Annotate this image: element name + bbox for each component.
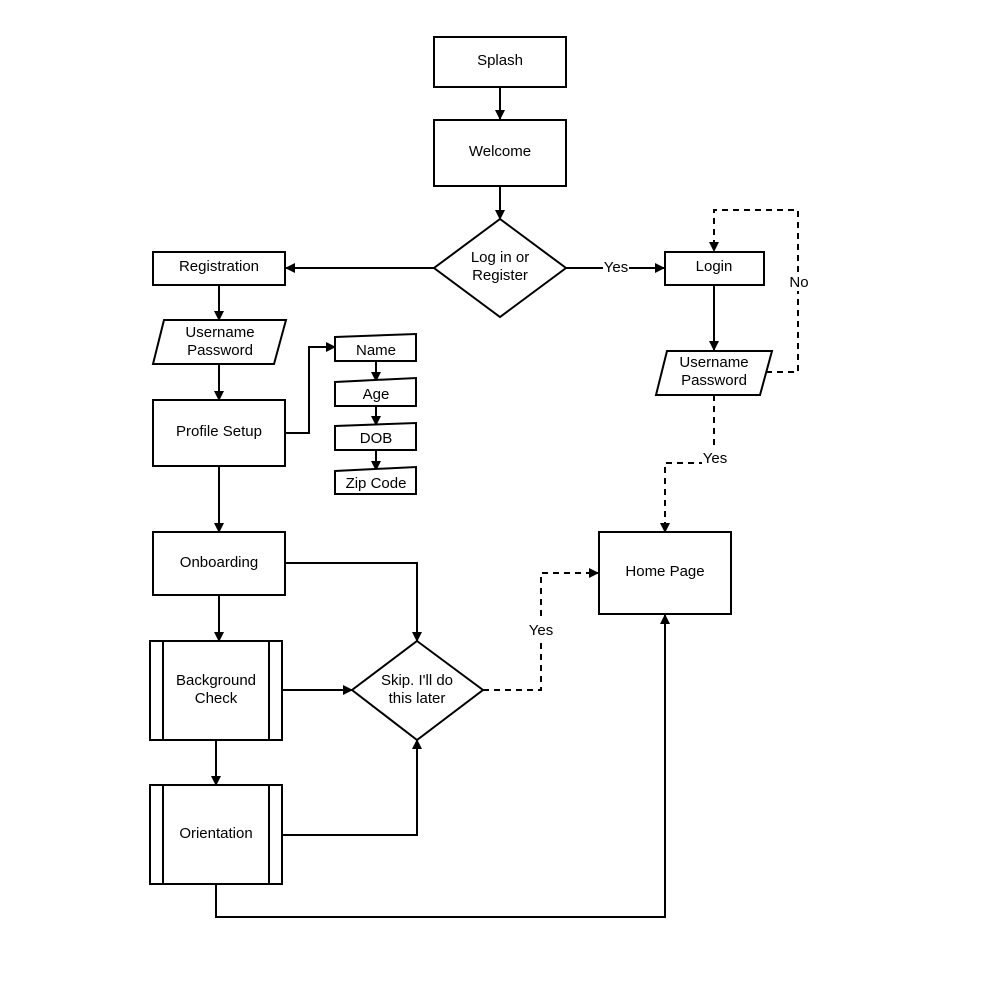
node-label-line1: Skip. I'll do <box>381 672 453 689</box>
node-home-page: Home Page <box>598 531 732 615</box>
node-registration: Registration <box>152 251 286 286</box>
node-label: Registration <box>179 258 259 275</box>
process-box <box>433 36 567 88</box>
process-box <box>664 251 765 286</box>
data-parallelogram <box>654 350 774 396</box>
node-label: Login <box>696 258 733 275</box>
edges-layer <box>211 87 799 918</box>
node-label-line1: Username <box>679 354 748 371</box>
edge-label-bg <box>527 621 555 639</box>
node-label: Orientation <box>179 825 252 842</box>
edge-orientation-to-home <box>215 614 670 918</box>
node-orientation: Orientation <box>149 784 283 885</box>
edge-label-bg <box>702 449 730 467</box>
node-label-line1: Log in or <box>471 249 529 266</box>
node-label-line1: Username <box>185 324 254 341</box>
node-label-line2: Register <box>472 267 528 284</box>
node-label: Profile Setup <box>176 423 262 440</box>
edge-orientation-to-skip <box>282 739 422 836</box>
data-parallelogram <box>151 319 288 365</box>
node-age: Age <box>334 376 417 407</box>
manual-input-box <box>334 376 417 407</box>
node-dob: DOB <box>334 421 417 451</box>
edge-skip-to-home-yes <box>483 568 599 691</box>
node-label: Welcome <box>469 143 531 160</box>
node-background-check: Background Check <box>149 640 283 741</box>
edge-credentials-to-login-no <box>709 209 799 373</box>
nodes-layer: Splash Welcome Log in or Register Regist… <box>149 36 774 885</box>
node-label: Zip Code <box>346 475 407 492</box>
edge-label-bg <box>788 273 810 291</box>
predefined-process-box <box>149 784 283 885</box>
edge-label-skip-yes: Yes <box>529 622 553 639</box>
edge-label-login-yes: Yes <box>604 259 628 276</box>
node-login-or-register: Log in or Register <box>432 217 568 319</box>
node-label: Age <box>363 386 390 403</box>
node-registration-credentials: Username Password <box>151 319 288 365</box>
decision-diamond <box>350 639 485 742</box>
node-label-line2: Password <box>681 372 747 389</box>
node-label-line2: Check <box>195 690 238 707</box>
node-label: Name <box>356 342 396 359</box>
process-box <box>433 119 567 187</box>
node-label: Home Page <box>625 563 704 580</box>
edge-label-bg <box>603 258 629 276</box>
node-label: Splash <box>477 52 523 69</box>
edge-profile-to-name <box>286 342 336 434</box>
process-box <box>598 531 732 615</box>
node-name: Name <box>334 332 417 362</box>
node-splash: Splash <box>433 36 567 88</box>
node-label: Onboarding <box>180 554 258 571</box>
edge-credentials-to-home-yes <box>660 395 715 533</box>
edge-label-credentials-yes: Yes <box>703 450 727 467</box>
manual-input-box <box>334 465 417 495</box>
node-profile-setup: Profile Setup <box>152 399 286 467</box>
edge-label-credentials-no: No <box>789 274 808 291</box>
process-box <box>152 531 286 596</box>
node-login: Login <box>664 251 765 286</box>
node-welcome: Welcome <box>433 119 567 187</box>
node-label-line2: Password <box>187 342 253 359</box>
edge-onboarding-to-skip <box>286 562 422 642</box>
node-zip-code: Zip Code <box>334 465 417 495</box>
edge-labels-layer: Yes No Yes Yes <box>527 258 810 639</box>
decision-diamond <box>432 217 568 319</box>
node-skip-decision: Skip. I'll do this later <box>350 639 485 742</box>
node-label: DOB <box>360 430 393 447</box>
manual-input-box <box>334 421 417 451</box>
predefined-process-box <box>149 640 283 741</box>
node-label-line1: Background <box>176 672 256 689</box>
process-box <box>152 251 286 286</box>
node-login-credentials: Username Password <box>654 350 774 396</box>
process-box <box>152 399 286 467</box>
node-onboarding: Onboarding <box>152 531 286 596</box>
node-label-line2: this later <box>389 690 446 707</box>
manual-input-box <box>334 332 417 362</box>
